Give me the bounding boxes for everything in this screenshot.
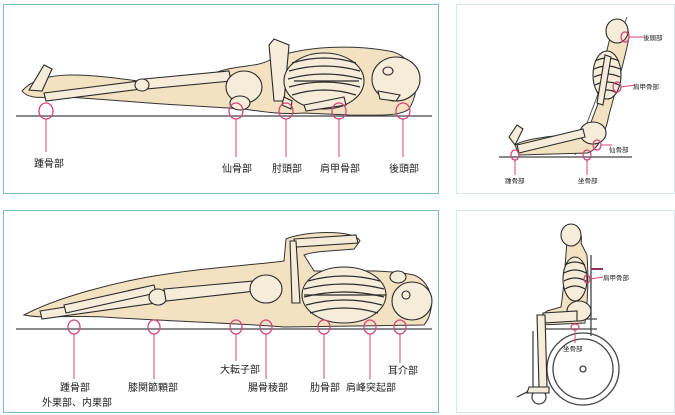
lat-label-acromion: 肩峰突起部 xyxy=(346,381,396,394)
wc-label-scapula: 肩甲骨部 xyxy=(603,273,630,282)
lat-marker-ear xyxy=(394,320,406,363)
lat-label-rib: 肋骨部 xyxy=(310,381,340,394)
lat-label-iliac: 腸骨稜部 xyxy=(248,381,288,394)
label-heel: 踵骨部 xyxy=(34,157,64,170)
wc-label-ischium: 坐骨部 xyxy=(563,344,583,353)
lat-label-trochanter: 大転子部 xyxy=(220,363,260,376)
sf-label-heel: 踵骨部 xyxy=(505,176,525,185)
sf-label-ischium: 坐骨部 xyxy=(578,176,598,185)
sf-marker-ischium xyxy=(583,150,591,175)
sf-label-scapula: 肩甲骨部 xyxy=(633,82,660,91)
semi-fowler-illustration: 後頭部 肩甲骨部 仙骨部 踵骨部 坐骨部 xyxy=(457,5,675,195)
lat-label-heel: 踵骨部 xyxy=(60,381,90,394)
label-occiput: 後頭部 xyxy=(389,162,419,175)
sf-label-occiput: 後頭部 xyxy=(643,33,663,42)
sf-label-sacrum: 仙骨部 xyxy=(609,145,629,154)
lateral-panel: 踵骨部 外果部、内果部 膝関節顆部 大転子部 腸骨稜部 肋骨部 肩峰突起部 耳介… xyxy=(3,210,439,413)
sf-marker-heel xyxy=(511,150,519,175)
label-scapula: 肩甲骨部 xyxy=(320,162,360,175)
lat-marker-trochanter xyxy=(230,320,242,361)
semi-fowler-panel: 後頭部 肩甲骨部 仙骨部 踵骨部 坐骨部 xyxy=(456,4,675,194)
supine-marker-sacrum xyxy=(229,103,243,157)
wheelchair-illustration: 肩甲骨部 坐骨部 xyxy=(457,211,675,414)
label-elbow: 肘頭部 xyxy=(272,162,302,175)
label-sacrum: 仙骨部 xyxy=(222,162,252,175)
lateral-illustration: 踵骨部 外果部、内果部 膝関節顆部 大転子部 腸骨稜部 肋骨部 肩峰突起部 耳介… xyxy=(4,211,440,414)
wheelchair-panel: 肩甲骨部 坐骨部 xyxy=(456,210,675,413)
supine-panel: 踵骨部 仙骨部 肘頭部 肩甲骨部 後頭部 xyxy=(3,4,439,194)
lat-label-ear: 耳介部 xyxy=(388,364,418,377)
supine-marker-heel xyxy=(39,103,53,152)
lat-label-knee: 膝関節顆部 xyxy=(128,381,178,394)
lat-label-malleolus: 外果部、内果部 xyxy=(42,396,112,409)
supine-illustration: 踵骨部 仙骨部 肘頭部 肩甲骨部 後頭部 xyxy=(4,5,440,195)
